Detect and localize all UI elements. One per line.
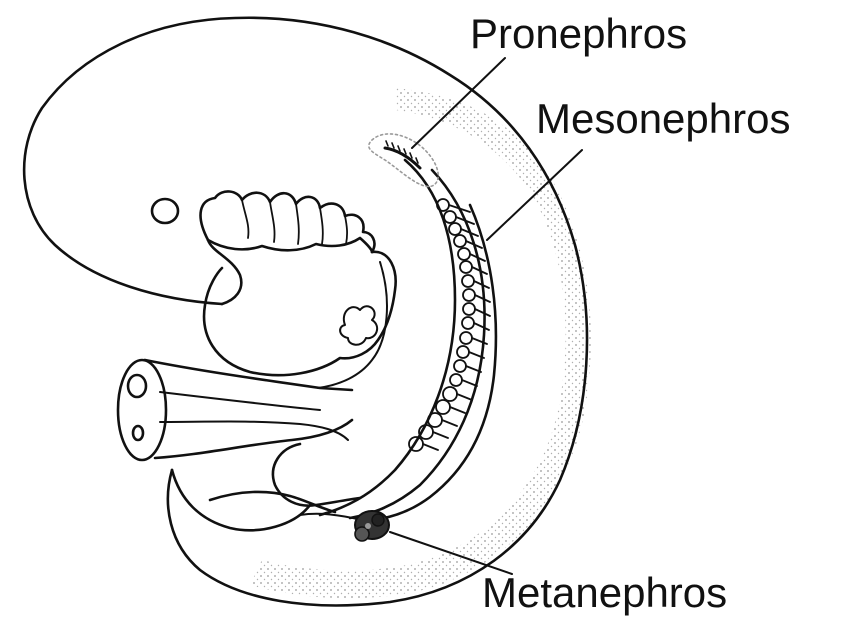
cord-strand-2 xyxy=(160,422,348,441)
heart-bulge xyxy=(204,252,396,375)
label-mesonephros: Mesonephros xyxy=(536,98,790,140)
umbilical-cord xyxy=(145,360,352,390)
liver-bud xyxy=(340,306,377,345)
cord-vessel-2 xyxy=(133,426,143,440)
mesonephric-ridge xyxy=(320,160,455,515)
metanephros xyxy=(355,511,389,541)
cord-cut-end xyxy=(118,360,166,460)
cord-vessel-1 xyxy=(128,375,146,397)
hindgut-loop xyxy=(273,444,360,506)
pronephros-region xyxy=(369,134,438,187)
umbilical-cord-lower xyxy=(155,420,352,458)
pronephros-tubules xyxy=(386,141,418,163)
cord-strand-1 xyxy=(160,392,320,410)
arch-folds xyxy=(242,200,347,244)
label-pronephros: Pronephros xyxy=(470,13,687,55)
otic-vesicle xyxy=(152,199,178,223)
label-metanephros: Metanephros xyxy=(482,572,727,614)
cloaca-line xyxy=(210,492,335,512)
pronephros xyxy=(385,148,420,168)
